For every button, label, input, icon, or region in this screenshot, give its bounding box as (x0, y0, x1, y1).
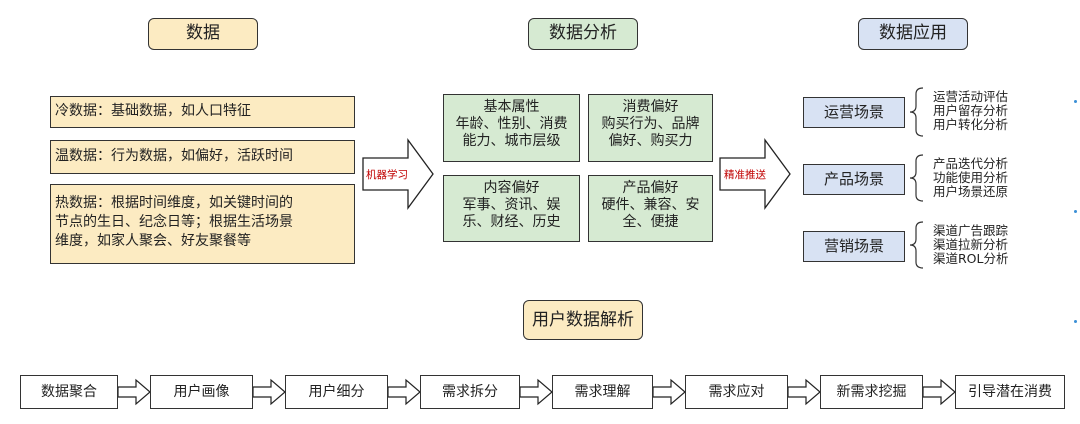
analysis-content-preference: 内容偏好 军事、资讯、娱 乐、财经、历史 (443, 175, 580, 242)
scene-operations-items: 运营活动评估 用户留存分析 用户转化分析 (933, 90, 1008, 132)
flow-step-5: 需求理解 (552, 375, 653, 409)
center-title: 用户数据解析 (523, 300, 643, 340)
cell-line: 基本属性 (483, 99, 540, 115)
list-item: 功能使用分析 (933, 170, 1009, 185)
analysis-product-preference: 产品偏好 硬件、兼容、安 全、便捷 (588, 175, 713, 242)
list-item: 用户留存分析 (933, 103, 1009, 118)
scene-marketing-items: 渠道广告跟踪 渠道拉新分析 渠道ROL分析 (933, 224, 1009, 266)
cell-line: 产品偏好 (622, 180, 679, 196)
header-analysis: 数据分析 (528, 18, 638, 50)
analysis-consumption-preference: 消费偏好 购买行为、品牌 偏好、购买力 (588, 94, 713, 162)
data-box-hot: 热数据：根据时间维度，如关键时间的 节点的生日、纪念日等；根据生活场景 维度，如… (50, 184, 355, 264)
data-box-line: 温数据：行为数据，如偏好，活跃时间 (55, 148, 293, 164)
data-box-line: 冷数据：基础数据，如人口特征 (55, 103, 251, 119)
list-item: 运营活动评估 (933, 89, 1009, 104)
header-data: 数据 (148, 18, 258, 50)
flow-arrow (787, 378, 821, 406)
precise-push-arrow (719, 138, 791, 210)
data-box-line: 维度，如家人聚会、好友聚餐等 (55, 233, 251, 249)
machine-learning-label: 机器学习 (366, 169, 408, 181)
flow-step-4: 需求拆分 (420, 375, 520, 409)
flow-step-2: 用户画像 (150, 375, 253, 409)
cell-line: 硬件、兼容、安 (601, 197, 700, 213)
cell-line: 军事、资讯、娱 (462, 197, 561, 213)
flow-arrow (519, 378, 553, 406)
cell-line: 年龄、性别、消费 (455, 116, 568, 132)
list-item: 产品迭代分析 (933, 156, 1009, 171)
flow-arrow (652, 378, 686, 406)
list-item: 渠道ROL分析 (933, 251, 1009, 266)
flow-arrow (117, 378, 151, 406)
edge-dot (1074, 210, 1077, 213)
flow-step-6: 需求应对 (685, 375, 788, 409)
list-item: 渠道拉新分析 (933, 237, 1009, 252)
data-box-line: 节点的生日、纪念日等；根据生活场景 (55, 214, 293, 230)
cell-line: 购买行为、品牌 (601, 116, 700, 132)
analysis-basic-attributes: 基本属性 年龄、性别、消费 能力、城市层级 (443, 94, 580, 162)
scene-product-items: 产品迭代分析 功能使用分析 用户场景还原 (933, 157, 1008, 199)
flow-arrow (252, 378, 286, 406)
edge-dot (1074, 100, 1077, 103)
brace-product (909, 154, 924, 202)
machine-learning-arrow (362, 138, 434, 210)
precise-push-label: 精准推送 (724, 169, 766, 181)
scene-product: 产品场景 (803, 164, 905, 195)
flow-arrow (922, 378, 956, 406)
scene-marketing: 营销场景 (803, 231, 905, 262)
brace-marketing (909, 221, 924, 269)
header-application: 数据应用 (858, 18, 968, 50)
cell-line: 乐、财经、历史 (462, 214, 561, 230)
cell-line: 偏好、购买力 (608, 133, 693, 149)
flow-step-7: 新需求挖掘 (820, 375, 923, 409)
flow-arrow (387, 378, 421, 406)
edge-dot (1074, 320, 1077, 323)
flow-step-1: 数据聚合 (20, 375, 118, 409)
list-item: 渠道广告跟踪 (933, 223, 1009, 238)
brace-operations (909, 87, 924, 137)
data-box-cold: 冷数据：基础数据，如人口特征 (50, 96, 355, 128)
data-box-line: 热数据：根据时间维度，如关键时间的 (55, 195, 293, 211)
data-box-warm: 温数据：行为数据，如偏好，活跃时间 (50, 140, 355, 174)
scene-operations: 运营场景 (803, 97, 905, 128)
cell-line: 能力、城市层级 (462, 133, 561, 149)
cell-line: 消费偏好 (622, 99, 679, 115)
cell-line: 内容偏好 (483, 180, 540, 196)
flow-step-8: 引导潜在消费 (955, 375, 1065, 409)
list-item: 用户场景还原 (933, 184, 1009, 199)
flow-step-3: 用户细分 (285, 375, 388, 409)
list-item: 用户转化分析 (933, 117, 1009, 132)
cell-line: 全、便捷 (622, 214, 679, 230)
